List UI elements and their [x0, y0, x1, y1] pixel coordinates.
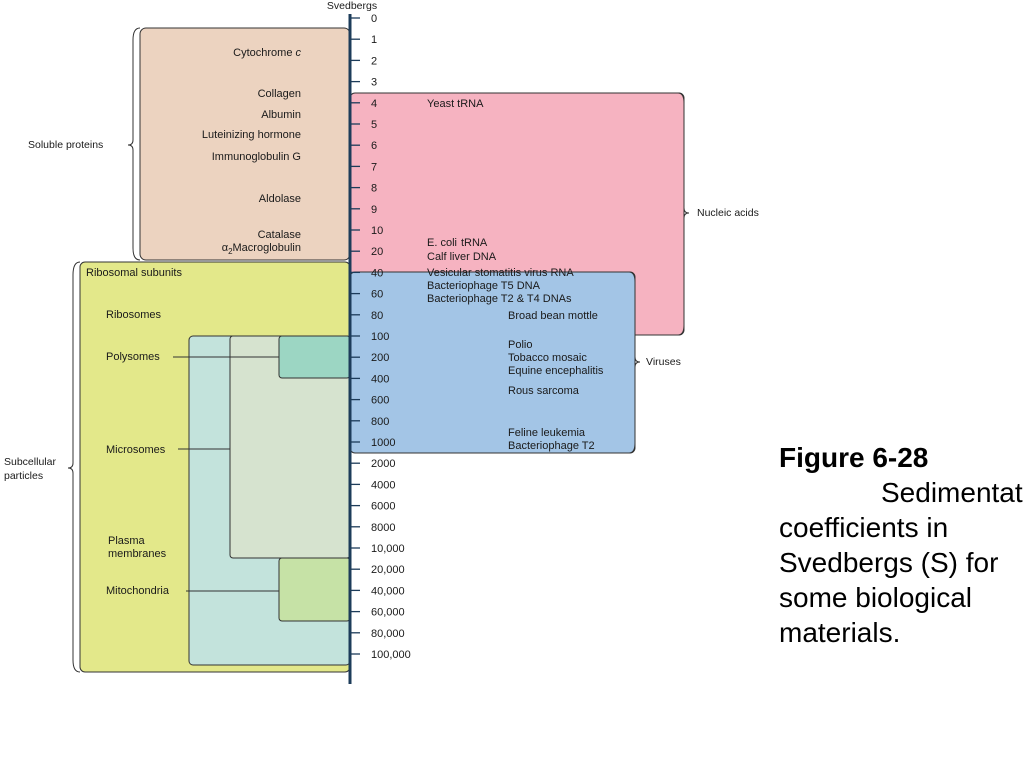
subcellular-membranes: membranes — [108, 548, 167, 560]
axis-tick-label: 9 — [371, 204, 377, 216]
axis-tick-label: 60,000 — [371, 607, 405, 619]
subcellular-particles-brace — [67, 261, 81, 673]
axis-tick-label: 6 — [371, 140, 377, 152]
axis-tick-label: 1 — [371, 34, 377, 46]
axis-tick-label: 600 — [371, 395, 389, 407]
subcellular-ribosomes: Ribosomes — [106, 309, 162, 321]
axis-tick-label: 3 — [371, 77, 377, 89]
axis-tick-label: 7 — [371, 161, 377, 173]
subcellular-microsomes: Microsomes — [106, 444, 166, 456]
nucleic-yeast-trna: Yeast tRNA — [427, 98, 484, 110]
protein-alpha2-macroglobulin: α2Macroglobulin — [222, 242, 301, 256]
virus-broad-bean-mottle: Broad bean mottle — [508, 310, 598, 322]
protein-catalase: Catalase — [258, 229, 301, 241]
axis-tick-label: 20 — [371, 246, 383, 258]
axis-tick-label: 60 — [371, 289, 383, 301]
axis-tick-label: 80 — [371, 310, 383, 322]
soluble-proteins-label: Soluble proteins — [28, 139, 103, 151]
axis-tick-label: 10,000 — [371, 543, 405, 555]
nucleic-t2-t4-dnas: Bacteriophage T2 & T4 DNAs — [427, 293, 572, 305]
axis-tick-label: 200 — [371, 352, 389, 364]
virus-feline-leukemia: Feline leukemia — [508, 427, 586, 439]
protein-aldolase: Aldolase — [259, 193, 301, 205]
nucleic-acids-label: Nucleic acids — [697, 207, 759, 219]
protein-immunoglobulin-g: Immunoglobulin G — [212, 151, 301, 163]
figure-caption: Figure 6-28 Sedimentation coefficients i… — [779, 440, 1024, 650]
axis-ticks: 0 1 2 3 4 5 6 7 8 9 10 20 40 60 80 100 200 400 600 800 1000 2… — [350, 13, 411, 661]
protein-albumin: Albumin — [261, 109, 301, 121]
mitochondria-box — [278, 557, 351, 622]
axis-tick-label: 400 — [371, 373, 389, 385]
viruses-label: Viruses — [646, 356, 681, 368]
protein-cytochrome-c: Cytochrome c — [233, 47, 301, 59]
virus-equine-encephalitis: Equine encephalitis — [508, 365, 604, 377]
subcellular-ribosomal-subunits: Ribosomal subunits — [86, 267, 182, 279]
subcellular-label-line2: particles — [4, 470, 43, 482]
viruses-brace — [628, 271, 641, 454]
nucleic-vesicular-rna: Vesicular stomatitis virus RNA — [427, 267, 574, 279]
protein-collagen: Collagen — [258, 88, 301, 100]
virus-rous-sarcoma: Rous sarcoma — [508, 385, 580, 397]
axis-tick-label: 100 — [371, 331, 389, 343]
polysomes-box — [278, 335, 351, 379]
axis-tick-label: 8000 — [371, 522, 395, 534]
axis-tick-label: 6000 — [371, 501, 395, 513]
axis-tick-label: 0 — [371, 13, 377, 25]
axis-tick-label: 20,000 — [371, 564, 405, 576]
axis-tick-label: 8 — [371, 183, 377, 195]
axis-tick-label: 40 — [371, 267, 383, 279]
axis-tick-label: 80,000 — [371, 628, 405, 640]
axis-tick-label: 2 — [371, 55, 377, 67]
virus-tobacco-mosaic: Tobacco mosaic — [508, 352, 587, 364]
axis-title: Svedbergs — [327, 0, 377, 12]
axis-tick-label: 4000 — [371, 479, 395, 491]
axis-tick-label: 800 — [371, 416, 389, 428]
caption-title: Figure 6-28 — [779, 442, 929, 473]
subcellular-polysomes: Polysomes — [106, 351, 160, 363]
axis-tick-label: 5 — [371, 119, 377, 131]
protein-luteinizing-hormone: Luteinizing hormone — [202, 129, 301, 141]
axis-tick-label: 4 — [371, 98, 377, 110]
axis-tick-label: 40,000 — [371, 585, 405, 597]
subcellular-mitochondria: Mitochondria — [106, 585, 170, 597]
virus-polio: Polio — [508, 339, 532, 351]
caption-body: Sedimentation coefficients in Svedbergs … — [779, 477, 1024, 648]
axis-tick-label: 10 — [371, 225, 383, 237]
soluble-proteins-brace — [127, 27, 141, 261]
nucleic-acids-brace — [677, 92, 690, 336]
virus-bacteriophage-t2: Bacteriophage T2 — [508, 440, 595, 452]
nucleic-calf-liver-dna: Calf liver DNA — [427, 251, 497, 263]
subcellular-plasma: Plasma — [108, 535, 146, 547]
soluble-proteins-box — [139, 27, 351, 261]
subcellular-label-line1: Subcellular — [4, 456, 56, 468]
axis-tick-label: 100,000 — [371, 649, 411, 661]
axis-tick-label: 2000 — [371, 458, 395, 470]
axis-tick-label: 1000 — [371, 437, 395, 449]
nucleic-t5-dna: Bacteriophage T5 DNA — [427, 280, 541, 292]
